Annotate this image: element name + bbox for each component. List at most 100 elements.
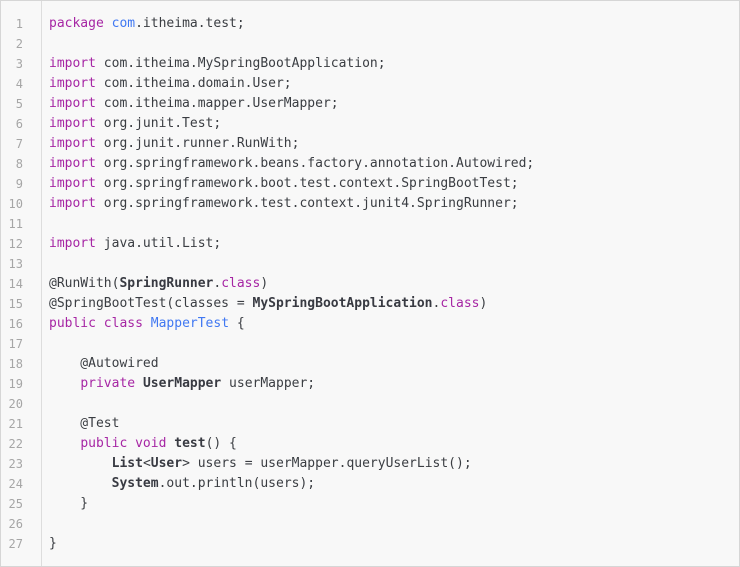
code-token: > users = userMapper.queryUserList();: [182, 456, 472, 471]
code-line: private UserMapper userMapper;: [49, 374, 735, 394]
code-token: class: [103, 316, 143, 331]
code-line: [49, 394, 735, 414]
code-token: package: [49, 16, 104, 31]
code-token: com: [111, 16, 136, 31]
code-token: UserMapper: [142, 376, 222, 391]
code-token: .: [213, 276, 222, 291]
line-number: 11: [8, 217, 23, 231]
code-line: import com.itheima.MySpringBootApplicati…: [49, 54, 735, 74]
code-line: import com.itheima.mapper.UserMapper;: [49, 94, 735, 114]
code-token: private: [80, 376, 136, 391]
code-token: }: [49, 536, 57, 551]
line-number: 16: [8, 317, 23, 331]
code-token: [49, 436, 80, 451]
code-token: @Autowired: [49, 356, 159, 371]
line-number: 27: [8, 537, 23, 551]
line-number: 10: [8, 197, 23, 211]
code-line: [49, 514, 735, 534]
line-number: 8: [15, 157, 23, 171]
code-token: {: [229, 316, 245, 331]
code-token: [104, 16, 112, 31]
line-number: 19: [8, 377, 23, 391]
code-line: import com.itheima.domain.User;: [49, 74, 735, 94]
code-line: public void test() {: [49, 434, 735, 454]
line-number: 4: [15, 77, 23, 91]
code-token: com.itheima.MySpringBootApplication;: [95, 56, 386, 71]
line-number: 22: [8, 437, 23, 451]
line-number: 20: [8, 397, 23, 411]
code-line: import org.springframework.boot.test.con…: [49, 174, 735, 194]
code-token: import: [49, 56, 96, 71]
code-line: import java.util.List;: [49, 234, 735, 254]
line-number: 21: [8, 417, 23, 431]
code-line: import org.springframework.test.context.…: [49, 194, 735, 214]
code-token: ): [479, 296, 488, 311]
code-line: @SpringBootTest(classes = MySpringBootAp…: [49, 294, 735, 314]
line-number: 18: [8, 357, 23, 371]
code-token: User: [150, 456, 183, 471]
code-token: org.junit.Test;: [95, 116, 222, 131]
line-number: 12: [8, 237, 23, 251]
line-number: 9: [15, 177, 23, 191]
code-token: org.springframework.boot.test.context.Sp…: [95, 176, 519, 191]
code-token: <: [142, 456, 151, 471]
code-line: package com.itheima.test;: [49, 14, 735, 34]
code-line: public class MapperTest {: [49, 314, 735, 334]
code-line: }: [49, 534, 735, 554]
code-token: import: [49, 96, 96, 111]
line-number: 17: [8, 337, 23, 351]
code-token: org.springframework.beans.factory.annota…: [95, 156, 535, 171]
code-token: @Test: [49, 416, 120, 431]
line-number: 1: [15, 17, 23, 31]
code-token: public: [80, 436, 128, 451]
code-token: test: [174, 436, 206, 451]
code-token: import: [49, 136, 96, 151]
code-token: [96, 316, 104, 331]
line-number: 15: [8, 297, 23, 311]
code-token: @SpringBootTest(classes =: [49, 296, 253, 311]
code-line: [49, 34, 735, 54]
code-token: System: [111, 476, 159, 491]
code-token: import: [49, 156, 96, 171]
code-token: }: [49, 496, 89, 511]
line-number: 25: [8, 497, 23, 511]
line-number: 2: [15, 37, 23, 51]
line-number: 13: [8, 257, 23, 271]
line-number: 7: [15, 137, 23, 151]
code-line: }: [49, 494, 735, 514]
code-line: System.out.println(users);: [49, 474, 735, 494]
code-token: MapperTest: [150, 316, 230, 331]
line-number: 6: [15, 117, 23, 131]
code-line: import org.junit.runner.RunWith;: [49, 134, 735, 154]
code-token: @RunWith(: [49, 276, 120, 291]
code-token: class: [440, 296, 480, 311]
code-line: [49, 254, 735, 274]
code-line: @Autowired: [49, 354, 735, 374]
code-token: [49, 456, 112, 471]
code-token: List: [111, 456, 143, 471]
code-token: class: [221, 276, 261, 291]
code-token: ): [260, 276, 269, 291]
code-token: userMapper;: [221, 376, 316, 391]
code-token: java.util.List;: [95, 236, 222, 251]
code-lines: package com.itheima.test; import com.ith…: [42, 1, 739, 566]
line-number: 24: [8, 477, 23, 491]
code-token: MySpringBootApplication: [252, 296, 433, 311]
code-token: .itheima.test;: [135, 16, 245, 31]
code-token: [135, 376, 143, 391]
code-line: List<User> users = userMapper.queryUserL…: [49, 454, 735, 474]
code-token: org.junit.runner.RunWith;: [95, 136, 300, 151]
code-token: [49, 476, 112, 491]
code-token: com.itheima.domain.User;: [95, 76, 292, 91]
code-token: () {: [205, 436, 237, 451]
line-number: 26: [8, 517, 23, 531]
line-number: 23: [8, 457, 23, 471]
code-token: import: [49, 76, 96, 91]
code-token: .out.println(users);: [158, 476, 316, 491]
code-token: [143, 316, 151, 331]
code-token: import: [49, 176, 96, 191]
code-token: import: [49, 116, 96, 131]
code-token: public: [49, 316, 96, 331]
